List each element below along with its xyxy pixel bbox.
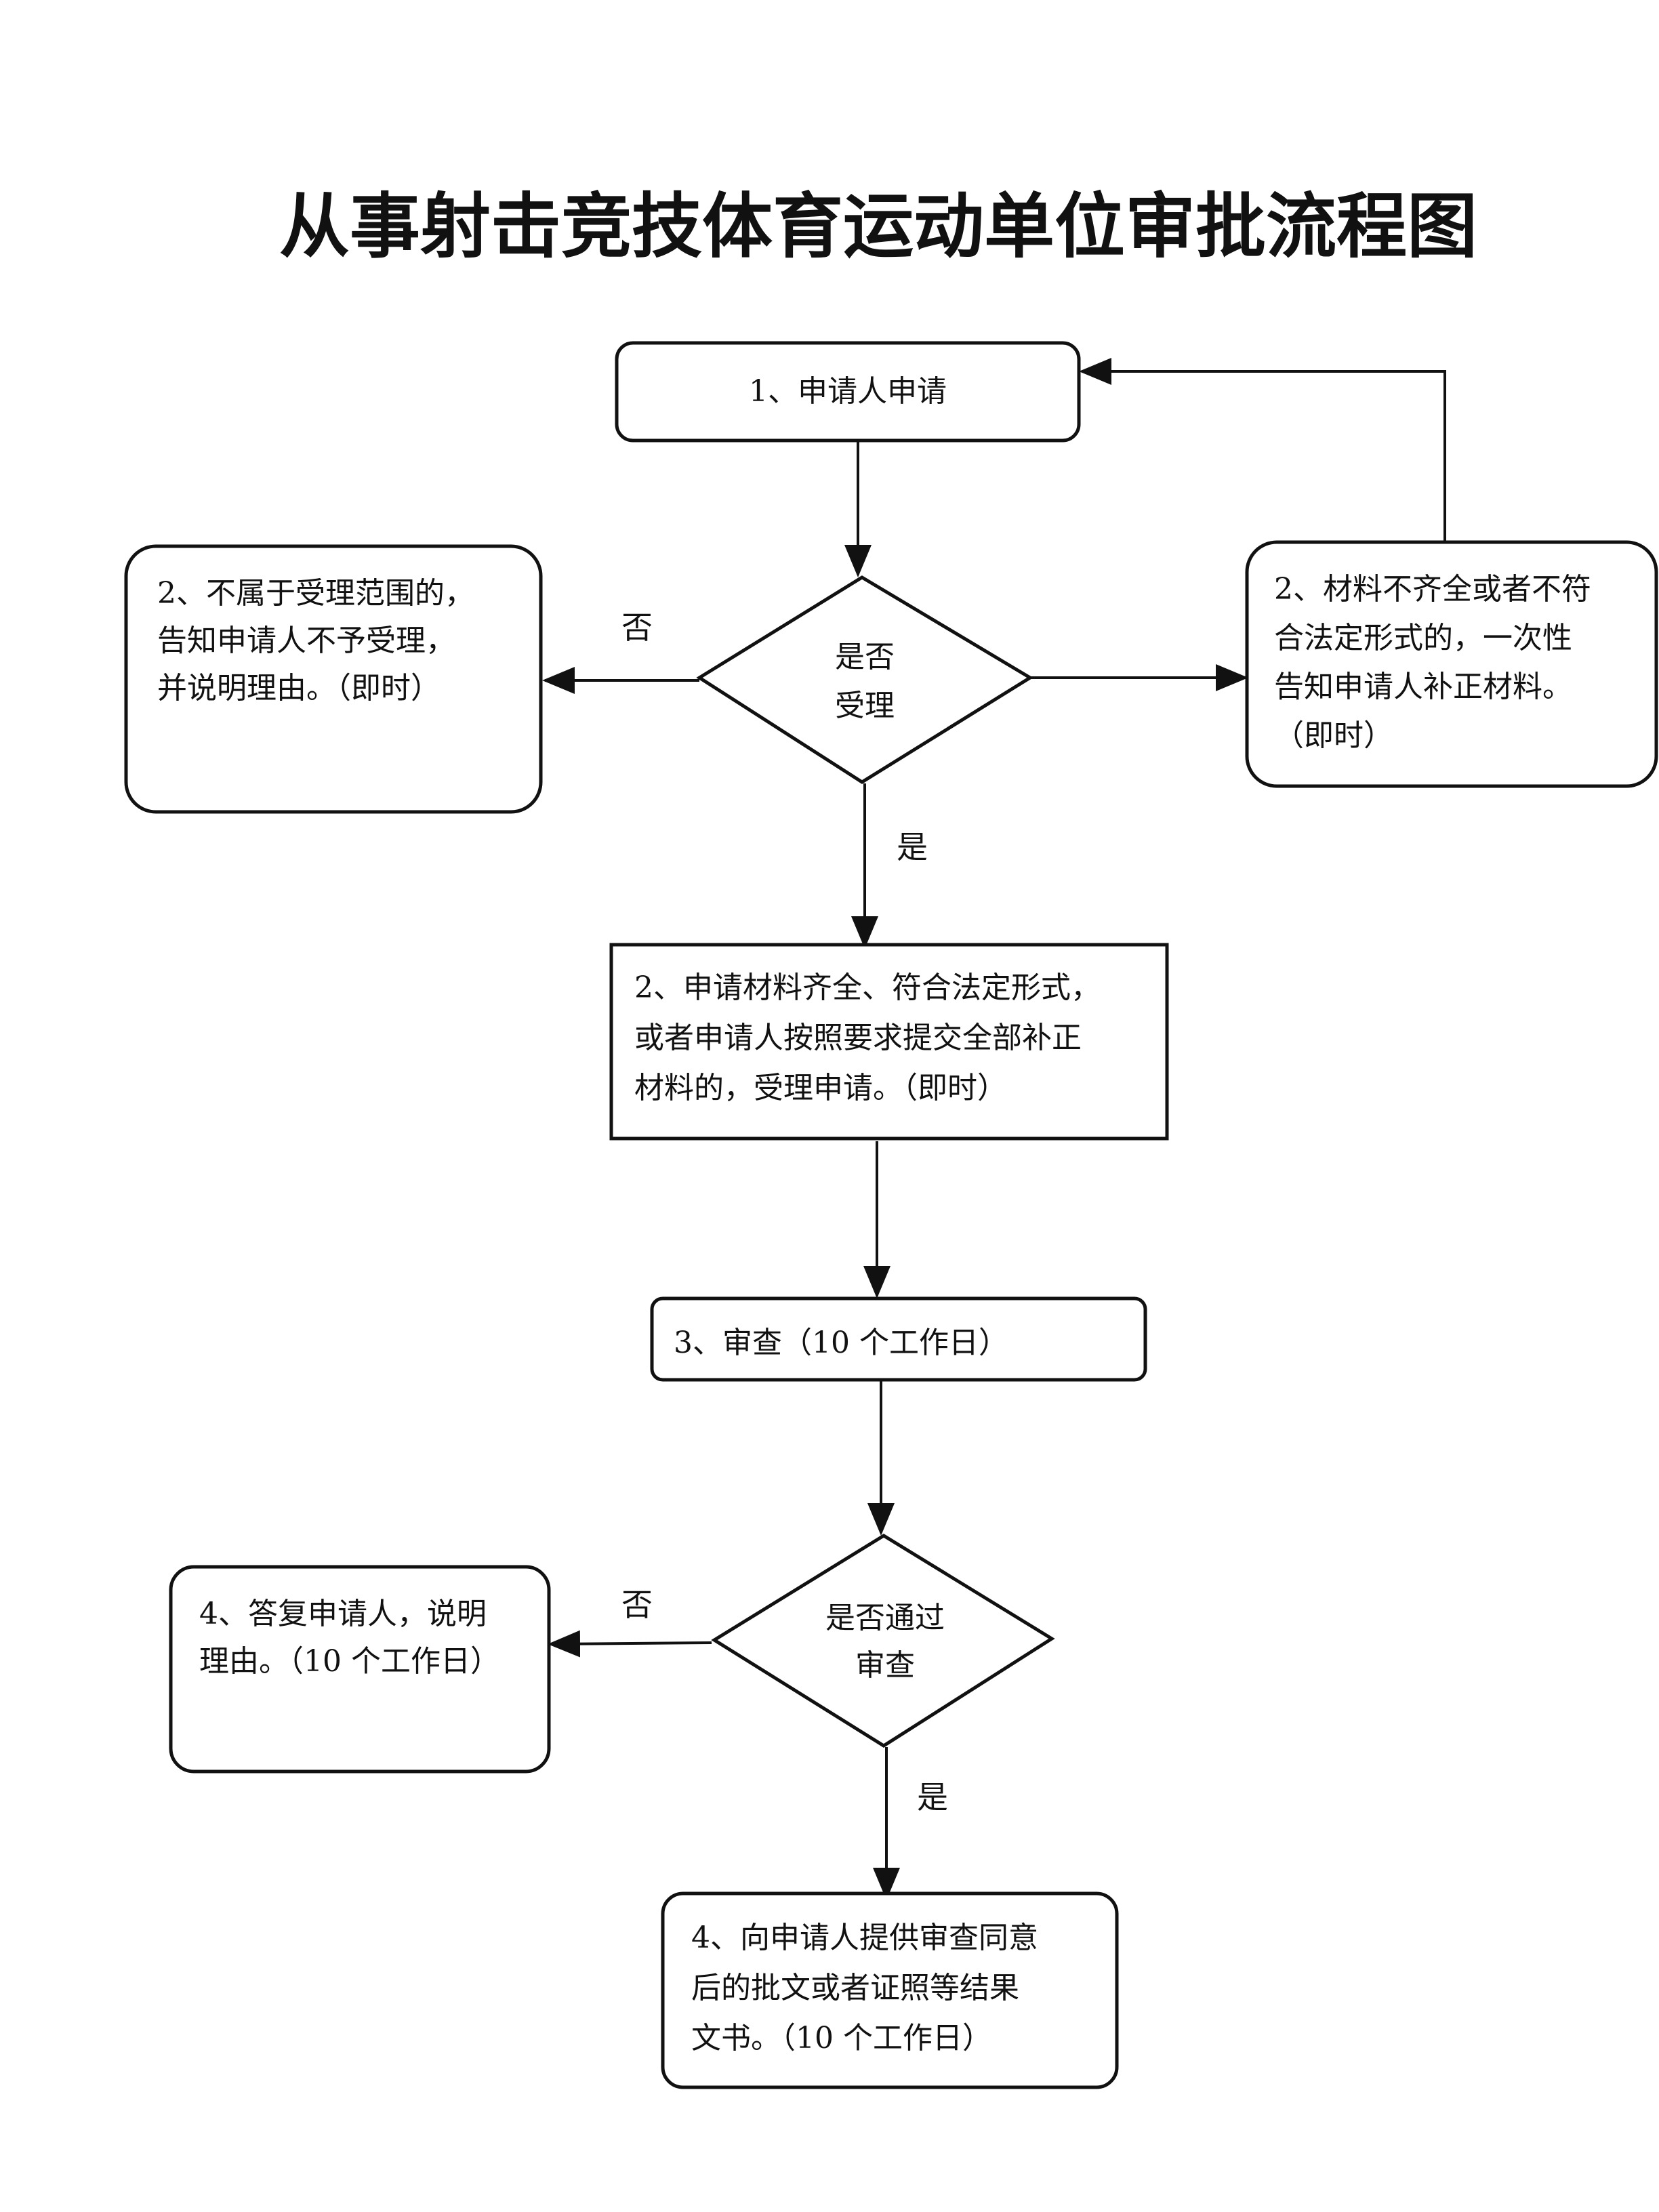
svg-text:2、材料不齐全或者不符: 2、材料不齐全或者不符 bbox=[1274, 572, 1591, 607]
node-accepted-line: 材料的，受理申请。（即时） bbox=[634, 1071, 1007, 1105]
node-reject-scope-line: 告知申请人不予受理， bbox=[157, 623, 455, 658]
edge-label-accept-no: 否 bbox=[621, 609, 653, 646]
node-approval-doc: 4、向申请人提供审查同意 后的批文或者证照等结果 文书。（10 个工作日） bbox=[661, 1891, 1119, 2089]
svg-text:材料的，受理申请。（即时）: 材料的，受理申请。（即时） bbox=[634, 1071, 1007, 1105]
svg-text:是否: 是否 bbox=[835, 640, 895, 674]
svg-text:2、不属于受理范围的，: 2、不属于受理范围的， bbox=[157, 576, 474, 611]
svg-text:4、向申请人提供审查同意: 4、向申请人提供审查同意 bbox=[691, 1921, 1038, 1955]
node-reject-scope: 2、不属于受理范围的， 告知申请人不予受理， 并说明理由。（即时） bbox=[124, 544, 543, 814]
node-supplement-line: 告知申请人补正材料。 bbox=[1274, 670, 1572, 704]
node-reject-scope-line: 并说明理由。（即时） bbox=[157, 671, 441, 705]
node-reply-reason: 4、答复申请人，说明 理由。（10 个工作日） bbox=[169, 1565, 551, 1774]
svg-text:合法定形式的，一次性: 合法定形式的，一次性 bbox=[1274, 621, 1572, 655]
svg-text:3、审查（10 个工作日）: 3、审查（10 个工作日） bbox=[674, 1326, 1008, 1360]
decision-accept-line: 是否 bbox=[835, 640, 895, 674]
diagram-title: 从事射击竞技体育运动单位审批流程图 bbox=[279, 185, 1477, 268]
node-review: 3、审查（10 个工作日） bbox=[650, 1296, 1147, 1382]
edge-supplement-back-to-apply bbox=[1079, 358, 1446, 548]
node-supplement: 2、材料不齐全或者不符 合法定形式的，一次性 告知申请人补正材料。 （即时） bbox=[1245, 540, 1658, 788]
svg-text:4、答复申请人，说明: 4、答复申请人，说明 bbox=[199, 1597, 487, 1631]
svg-text:是否通过: 是否通过 bbox=[825, 1601, 945, 1635]
edge-label-pass-yes: 是 bbox=[917, 1779, 948, 1816]
svg-text:或者申请人按照要求提交全部补正: 或者申请人按照要求提交全部补正 bbox=[634, 1021, 1082, 1055]
svg-text:审查: 审查 bbox=[855, 1648, 915, 1683]
decision-pass-line: 审查 bbox=[855, 1648, 915, 1683]
node-accepted-line: 或者申请人按照要求提交全部补正 bbox=[634, 1021, 1082, 1055]
node-approval-doc-line: 后的批文或者证照等结果 bbox=[691, 1971, 1019, 2005]
svg-text:理由。（10 个工作日）: 理由。（10 个工作日） bbox=[199, 1644, 500, 1679]
node-approval-doc-line: 文书。（10 个工作日） bbox=[691, 2021, 992, 2055]
node-supplement-line: 2、材料不齐全或者不符 bbox=[1274, 572, 1591, 607]
decision-accept-line: 受理 bbox=[835, 689, 895, 723]
node-apply-line: 1、申请人申请 bbox=[749, 374, 947, 409]
node-reject-scope-line: 2、不属于受理范围的， bbox=[157, 576, 474, 611]
decision-pass: 是否通过 审查 bbox=[711, 1534, 1055, 1748]
svg-text:告知申请人不予受理，: 告知申请人不予受理， bbox=[157, 623, 455, 658]
node-reply-reason-line: 4、答复申请人，说明 bbox=[199, 1597, 487, 1631]
svg-text:文书。（10 个工作日）: 文书。（10 个工作日） bbox=[691, 2021, 992, 2055]
node-apply: 1、申请人申请 bbox=[615, 341, 1081, 443]
node-review-line: 3、审查（10 个工作日） bbox=[674, 1326, 1008, 1360]
svg-text:（即时）: （即时） bbox=[1274, 718, 1393, 753]
edge-label-accept-yes: 是 bbox=[897, 829, 928, 865]
decision-accept: 是否 受理 bbox=[696, 575, 1033, 784]
edge-pass-to-reply bbox=[548, 1630, 712, 1658]
node-supplement-line: 合法定形式的，一次性 bbox=[1274, 621, 1572, 655]
node-supplement-line: （即时） bbox=[1274, 718, 1393, 753]
node-accepted: 2、申请材料齐全、符合法定形式， 或者申请人按照要求提交全部补正 材料的，受理申… bbox=[609, 943, 1169, 1141]
svg-text:2、申请材料齐全、符合法定形式，: 2、申请材料齐全、符合法定形式， bbox=[634, 970, 1101, 1005]
edge-label-pass-no: 否 bbox=[621, 1586, 653, 1623]
edges bbox=[542, 358, 1446, 1900]
node-reply-reason-line: 理由。（10 个工作日） bbox=[199, 1644, 500, 1679]
svg-text:受理: 受理 bbox=[835, 689, 895, 723]
svg-text:后的批文或者证照等结果: 后的批文或者证照等结果 bbox=[691, 1971, 1019, 2005]
node-approval-doc-line: 4、向申请人提供审查同意 bbox=[691, 1921, 1038, 1955]
svg-text:1、申请人申请: 1、申请人申请 bbox=[749, 374, 947, 409]
svg-text:并说明理由。（即时）: 并说明理由。（即时） bbox=[157, 671, 441, 705]
node-accepted-line: 2、申请材料齐全、符合法定形式， bbox=[634, 970, 1101, 1005]
decision-pass-line: 是否通过 bbox=[825, 1601, 945, 1635]
svg-text:告知申请人补正材料。: 告知申请人补正材料。 bbox=[1274, 670, 1572, 704]
